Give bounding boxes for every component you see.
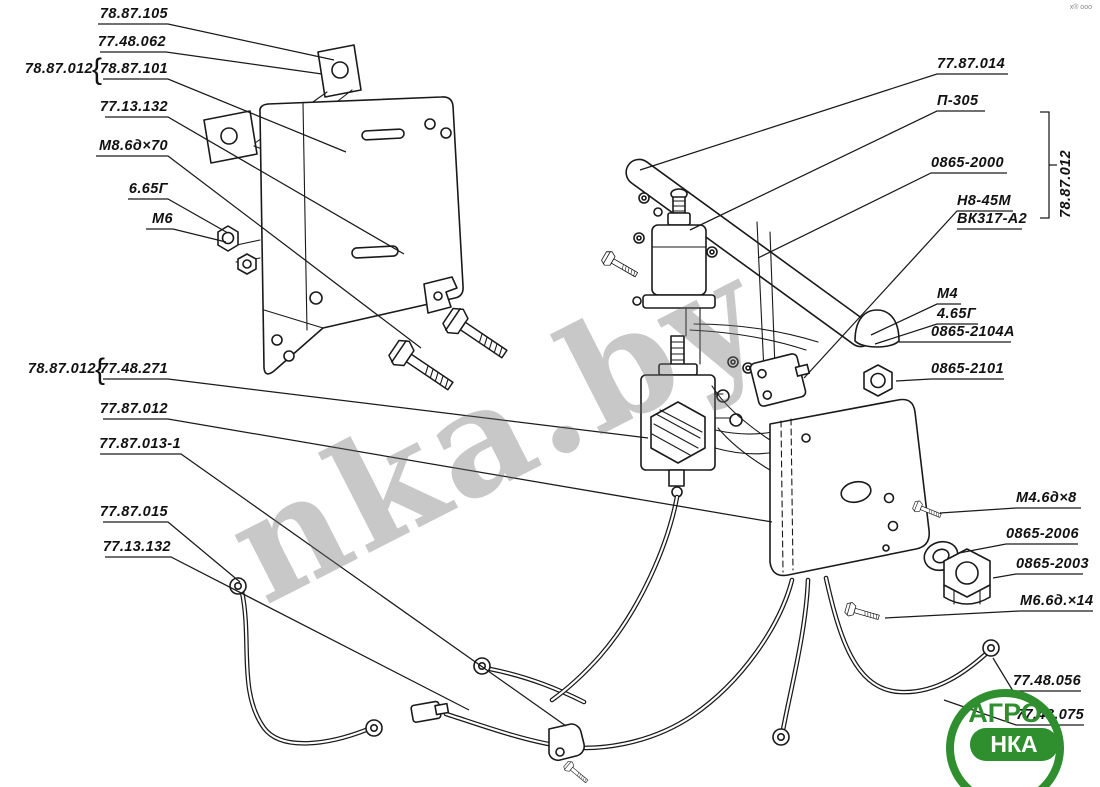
leader-lines	[96, 23, 1093, 727]
nut-0865-2003	[943, 548, 991, 605]
callout-0865-2003: 0865-2003	[1016, 556, 1089, 572]
corner-note: х® ооо	[1069, 4, 1092, 11]
callout-n8-45m: Н8-45М	[957, 193, 1011, 209]
wiring	[239, 494, 991, 751]
callout-washer-665g: 6.65Г	[128, 181, 168, 197]
callout-77-13-132: 77.13.132	[99, 99, 168, 115]
agro-logo: АГРО НКА	[935, 680, 1100, 787]
callout-77-87-012: 77.87.012	[99, 401, 168, 417]
callout-group2-brace: {	[95, 353, 106, 386]
callout-77-87-015: 77.87.015	[99, 504, 168, 520]
callout-m8-bolt: М8.6д×70	[99, 138, 168, 154]
logo-pill	[970, 728, 1058, 761]
callout-77-48-062: 77.48.062	[97, 34, 166, 50]
callout-77-13-132-b: 77.13.132	[102, 539, 171, 555]
tube-lines-2	[689, 323, 819, 351]
callout-0865-2101: 0865-2101	[931, 361, 1004, 377]
callout-0865-2006: 0865-2006	[1006, 526, 1079, 542]
callout-m6-bolt: М6.6д.×14	[1020, 593, 1094, 609]
logo-text-bottom: НКА	[990, 731, 1037, 757]
callout-77-48-271: 77.48.271	[99, 361, 168, 377]
callout-0865-2000: 0865-2000	[931, 155, 1004, 171]
callout-77-87-013-1: 77.87.013-1	[99, 436, 181, 452]
rear-panel	[625, 158, 875, 373]
callout-m6-nut: М6	[152, 211, 173, 227]
mounting-plate	[231, 96, 464, 375]
bolt-m6	[843, 600, 881, 625]
logo-ring	[946, 689, 1064, 787]
tube-lines	[685, 307, 701, 365]
nut-0865-2101	[863, 364, 893, 397]
ring-terminals	[229, 577, 1000, 746]
logo-text-top: АГРО	[968, 698, 1041, 728]
nut-m6	[217, 225, 239, 252]
callout-m4: М4	[937, 286, 958, 302]
callout-77-48-056: 77.48.056	[1013, 673, 1082, 689]
clamp-piece	[423, 276, 458, 314]
rubber-cap	[854, 309, 900, 348]
callout-vk317-a2: ВК317-А2	[957, 211, 1028, 227]
callout-78-87-101: 78.87.101	[99, 61, 168, 77]
small-screw	[599, 248, 641, 282]
callout-78-87-012-vertical: 78.87.012	[1058, 149, 1074, 218]
callout-group1-brace: {	[92, 53, 103, 86]
solenoid	[632, 188, 718, 309]
callout-77-87-014: 77.87.014	[937, 56, 1006, 72]
callout-m4-screw: М4.6д×8	[1016, 490, 1077, 506]
micro-switch	[749, 353, 811, 407]
callout-p-305: П-305	[937, 93, 979, 109]
callout-0865-2104a: 0865-2104А	[931, 324, 1015, 340]
housing-box	[711, 385, 931, 577]
washer-0865-2006	[923, 540, 959, 572]
flag-connector	[410, 700, 450, 723]
callout-group2-prefix: 78.87.012	[27, 361, 96, 377]
washer-6-65g	[237, 253, 257, 275]
bolt-m8-lower	[385, 335, 459, 399]
bolt-m8-upper	[439, 303, 513, 367]
callout-group1-prefix: 78.87.012	[24, 61, 93, 77]
callout-washer-465g: 4.65Г	[937, 306, 977, 322]
cable-clamp	[548, 723, 591, 787]
callout-78-87-105: 78.87.105	[99, 6, 168, 22]
valve-block	[640, 335, 817, 498]
